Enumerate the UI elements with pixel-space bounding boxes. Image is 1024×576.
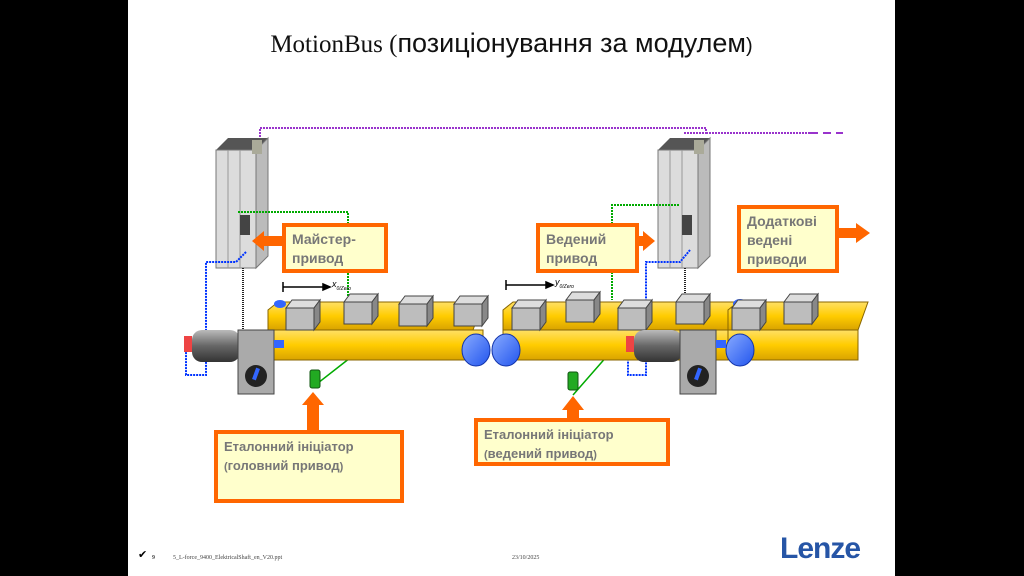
slave-drive-callout: Ведений привод [536, 223, 639, 273]
box [565, 290, 601, 324]
motionbus-diagram [184, 127, 870, 430]
box [617, 298, 653, 332]
footer-filename: 5_L-force_9400_ElektricalShaft_en_V20.pp… [173, 555, 283, 561]
box [511, 298, 547, 332]
box [285, 298, 321, 332]
master-drive-callout: Майстер- привод [282, 223, 388, 273]
slave-offset-label: y0/Zero [555, 277, 574, 290]
callout-line: привод [292, 250, 344, 266]
slave-drive-icon [657, 136, 711, 270]
slave-motor-icon [626, 329, 726, 395]
box [343, 292, 379, 326]
checkmark-icon[interactable]: ✔ [138, 549, 148, 561]
title-part-3: ) [746, 35, 753, 57]
master-drive-icon [215, 136, 269, 270]
box [675, 292, 711, 326]
callout-line: (ведений привод) [484, 446, 597, 461]
callout-line: Майстер- [292, 231, 356, 247]
additional-drives-callout: Додаткові ведені приводи [737, 205, 839, 273]
boxes [285, 290, 819, 332]
arrow-right-icon [836, 223, 870, 243]
box [453, 294, 489, 328]
callout-line: приводи [747, 251, 807, 267]
lenze-logo: Lenze [780, 532, 861, 565]
slave-reference-callout: Еталонний ініціатор (ведений привод) [474, 418, 670, 466]
arrow-up-icon [562, 396, 584, 420]
slide: MotionBus (позиціонування за модулем) [128, 0, 895, 576]
callout-line: привод [546, 250, 598, 266]
master-reference-sensor-icon [309, 369, 321, 389]
power-lines [242, 268, 686, 385]
callout-line: ведені [747, 232, 793, 248]
title-part-2: позиціонування за модулем [397, 28, 746, 58]
callout-line: Еталонний ініціатор [484, 427, 614, 442]
box [398, 294, 434, 328]
callout-line: (головний привод) [224, 458, 344, 473]
callout-line: Додаткові [747, 213, 817, 229]
master-offset-label: x0/Zero [332, 279, 351, 292]
master-offset-arrow [282, 282, 332, 292]
box [783, 292, 819, 326]
callout-line: Еталонний ініціатор [224, 439, 354, 454]
arrow-up-icon [302, 392, 324, 430]
arrow-left-icon [252, 231, 288, 251]
slave-reference-sensor-icon [567, 371, 579, 391]
master-reference-callout: Еталонний ініціатор (головний привод) [214, 430, 404, 503]
master-motor-icon [184, 329, 284, 395]
page-number: 9 [152, 555, 155, 561]
motionbus-line [259, 127, 843, 140]
slave-offset-arrow [505, 280, 555, 290]
footer-date: 23/10/2025 [512, 555, 540, 561]
slide-title: MotionBus (позиціонування за модулем) [128, 28, 895, 59]
callout-line: Ведений [546, 231, 607, 247]
sensor-cables [317, 354, 609, 396]
box [731, 298, 767, 332]
title-part-1: MotionBus ( [270, 31, 398, 58]
